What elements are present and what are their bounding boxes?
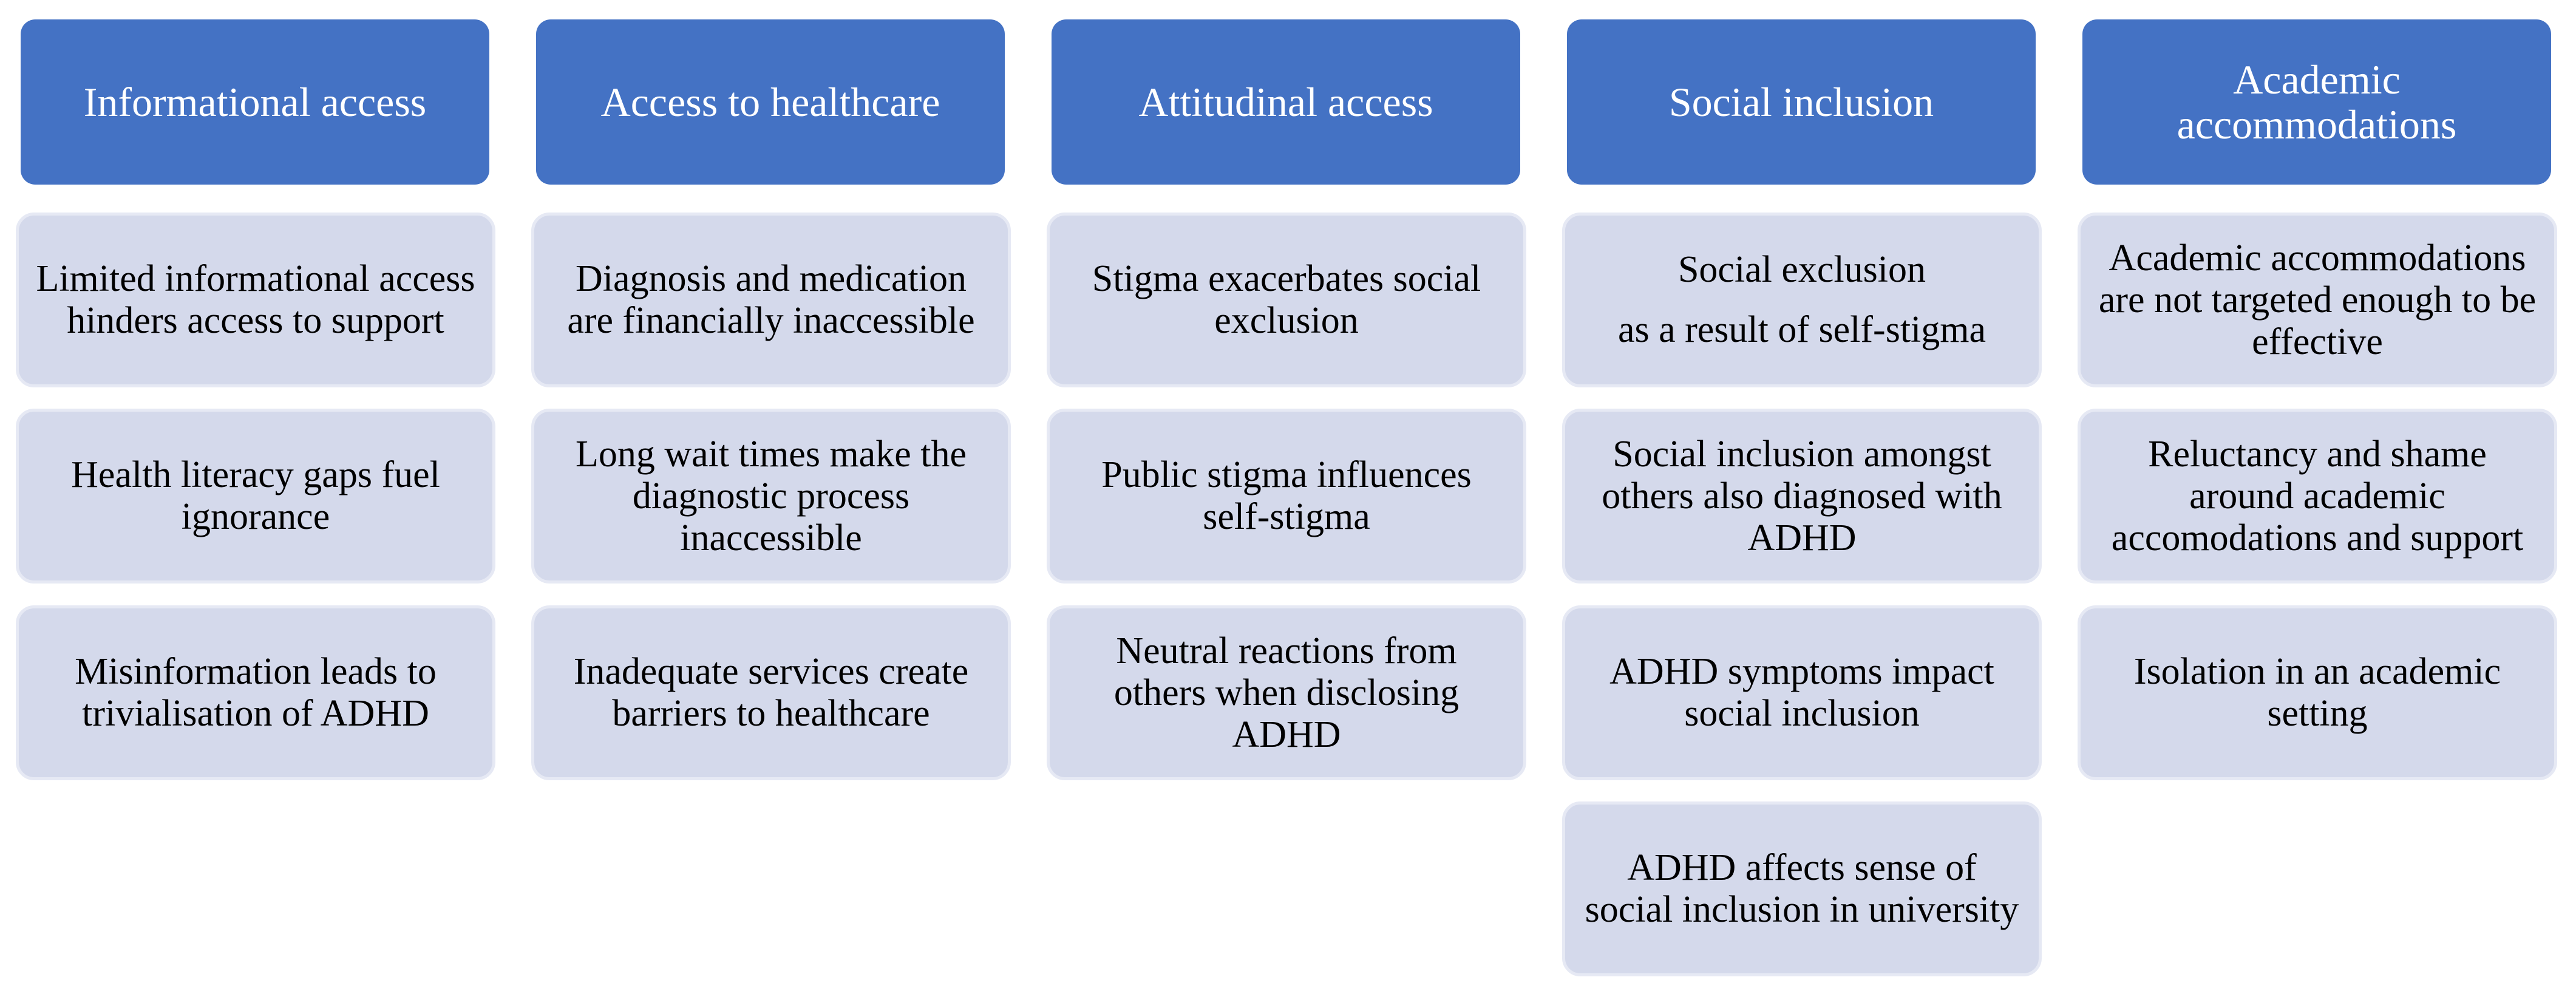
card-text: Academic accommodations are not targeted… (2098, 237, 2537, 362)
theme-card: Limited informational access hinders acc… (16, 213, 495, 387)
card-text-line: as a result of self-stigma (1617, 309, 1986, 350)
theme-card: Health literacy gaps fuel ignorance (16, 409, 495, 584)
card-text: ADHD affects sense of social inclusion i… (1585, 847, 2019, 930)
theme-card: Social inclusion amongst others also dia… (1562, 409, 2042, 584)
card-text-line: Social exclusion (1677, 249, 1926, 290)
card-text: Inadequate services create barriers to h… (573, 651, 969, 734)
theme-card: Public stigma influences self-stigma (1047, 409, 1526, 584)
theme-card: Neutral reactions from others when discl… (1047, 605, 1526, 780)
theme-card: Stigma exacerbates social exclusion (1047, 213, 1526, 387)
card-text: Isolation in an academic setting (2133, 651, 2501, 734)
column-header: Attitudinal access (1052, 19, 1520, 185)
theme-card: Misinformation leads to trivialisation o… (16, 605, 495, 780)
theme-card: Diagnosis and medication are financially… (531, 213, 1011, 387)
card-text: Misinformation leads to trivialisation o… (75, 651, 437, 734)
theme-card: Inadequate services create barriers to h… (531, 605, 1011, 780)
column-header: Informational access (21, 19, 489, 185)
theme-card: ADHD affects sense of social inclusion i… (1562, 801, 2042, 976)
card-text: Health literacy gaps fuel ignorance (71, 454, 440, 537)
card-text: Diagnosis and medication are financially… (567, 258, 975, 341)
column-header: Access to healthcare (536, 19, 1005, 185)
theme-card: Academic accommodations are not targeted… (2078, 213, 2557, 387)
card-text: Reluctancy and shame around academic acc… (2111, 433, 2524, 559)
theme-card: Social exclusion as a result of self-sti… (1562, 213, 2042, 387)
theme-card: Isolation in an academic setting (2078, 605, 2557, 780)
theme-card: Long wait times make the diagnostic proc… (531, 409, 1011, 584)
column-header: Social inclusion (1567, 19, 2036, 185)
theme-card: ADHD symptoms impact social inclusion (1562, 605, 2042, 780)
column-header: Academic accommodations (2082, 19, 2551, 185)
card-text: ADHD symptoms impact social inclusion (1609, 651, 1994, 734)
card-text: Public stigma influences self-stigma (1101, 454, 1472, 537)
card-text: Social inclusion amongst others also dia… (1602, 433, 2002, 559)
card-text: Stigma exacerbates social exclusion (1092, 258, 1481, 341)
card-text: Neutral reactions from others when discl… (1113, 630, 1460, 755)
card-text: Long wait times make the diagnostic proc… (576, 433, 967, 559)
theme-card: Reluctancy and shame around academic acc… (2078, 409, 2557, 584)
card-text: Limited informational access hinders acc… (36, 258, 475, 341)
